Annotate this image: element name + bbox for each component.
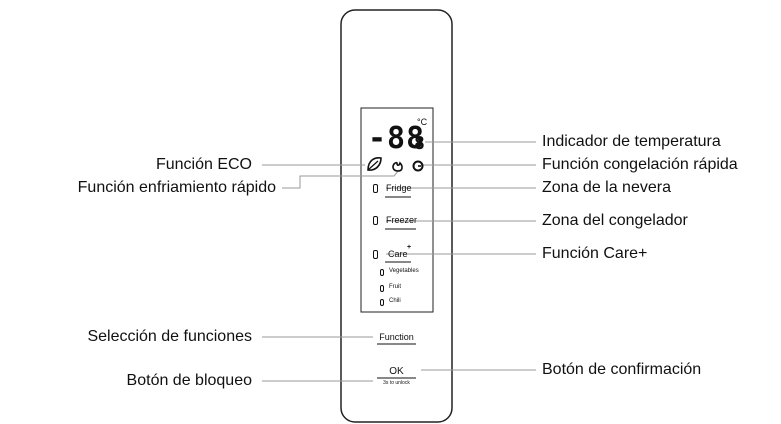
callout-fast-cool: Función enfriamiento rápido — [77, 179, 276, 196]
callout-freezer-zone: Zona del congelador — [542, 212, 688, 229]
fast-cool-icon — [392, 161, 403, 172]
care-indicator — [373, 250, 378, 259]
callout-fridge-zone: Zona de la nevera — [542, 179, 671, 196]
care-superscript: + — [407, 244, 412, 251]
leader-fast-cool — [282, 169, 400, 189]
freezer-zone-label: Freezer — [386, 215, 418, 225]
chili-indicator — [380, 299, 384, 306]
temperature-unit: °C — [417, 117, 428, 127]
callout-lock: Botón de bloqueo — [126, 372, 252, 389]
vegetables-indicator — [380, 269, 384, 276]
callout-care: Función Care+ — [542, 245, 648, 262]
callout-confirm: Botón de confirmación — [542, 361, 702, 378]
ok-hint: 3s to unlock — [383, 380, 410, 386]
fruit-indicator — [380, 285, 384, 292]
care-zone-label: Care — [388, 249, 408, 259]
ok-button[interactable]: OK — [389, 366, 404, 377]
temperature-decimal: 8 — [414, 133, 425, 154]
vegetables-label: Vegetables — [389, 268, 419, 274]
fridge-zone-label: Fridge — [386, 183, 412, 193]
temperature-display: -88 — [368, 121, 426, 156]
freezer-indicator — [373, 216, 378, 225]
function-button[interactable]: Function — [379, 332, 414, 342]
callout-fast-freeze: Función congelación rápida — [542, 156, 738, 173]
chili-label: Chili — [389, 298, 401, 304]
display-area — [360, 107, 434, 313]
fast-freeze-icon — [412, 160, 424, 172]
fruit-label: Fruit — [389, 284, 401, 290]
callout-function-select: Selección de funciones — [87, 328, 252, 345]
leaf-icon — [367, 157, 382, 171]
fridge-indicator — [373, 184, 378, 193]
callout-eco: Función ECO — [155, 156, 252, 173]
callout-temperature: Indicador de temperatura — [542, 133, 721, 150]
